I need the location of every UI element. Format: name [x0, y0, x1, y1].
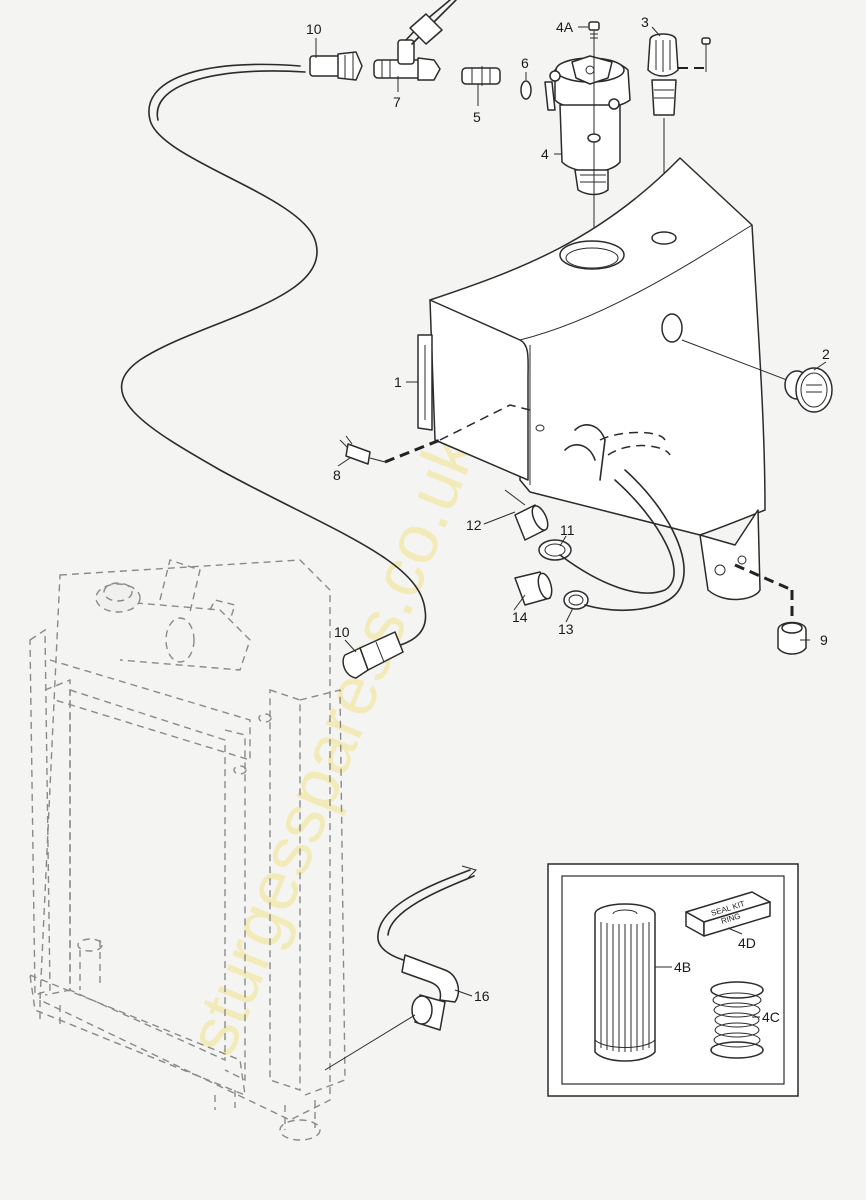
radiator-ghost: [29, 559, 346, 1141]
clip-13: [563, 590, 589, 610]
leader-lines: [315, 26, 827, 1018]
filler-cap-2: [681, 339, 833, 413]
fitting-10-lower: [342, 631, 404, 679]
callout-11: 11: [560, 522, 575, 538]
callout-2: 2: [822, 346, 830, 362]
callout-4a: 4A: [556, 19, 574, 35]
callout-14: 14: [512, 609, 528, 625]
callout-3: 3: [641, 14, 649, 30]
spring-4c: [710, 981, 764, 1059]
washer-6: [520, 80, 532, 100]
callout-12: 12: [466, 517, 482, 533]
callout-4: 4: [541, 146, 549, 162]
sender-8: [339, 435, 441, 465]
callout-7: 7: [393, 94, 401, 110]
filter-kit-inset: SEAL KIT RING: [547, 863, 799, 1097]
seal-kit-4d: SEAL KIT RING: [685, 891, 771, 937]
callout-4d: 4D: [738, 935, 756, 951]
elbow-16: [324, 865, 477, 1071]
callout-13: 13: [558, 621, 574, 637]
callout-9: 9: [820, 632, 828, 648]
hose-12: [504, 489, 549, 541]
clip-11: [538, 539, 572, 561]
nipple-5: [461, 66, 501, 86]
fuel-tank-1: [417, 157, 766, 601]
callout-1: 1: [394, 374, 402, 390]
callout-8: 8: [333, 467, 341, 483]
return-pipe: [559, 479, 675, 594]
callout-4c: 4C: [762, 1009, 780, 1025]
breather-3: [647, 33, 711, 230]
tee-fitting-7: [373, 39, 441, 81]
callout-6: 6: [521, 55, 529, 71]
callout-10-upper: 10: [306, 21, 322, 37]
filter-element-4b: [594, 903, 656, 1062]
callout-16: 16: [474, 988, 490, 1004]
fuel-filter-4: [544, 55, 631, 196]
callout-5: 5: [473, 109, 481, 125]
drain-plug-9: [734, 563, 807, 655]
hose-10: [120, 63, 427, 651]
callout-4b: 4B: [674, 959, 691, 975]
callout-10-lower: 10: [334, 624, 350, 640]
callout-labels: 10 7 5 6 4A 4 3 1 2 8 9 10 12 11 14 13 1…: [306, 14, 830, 1025]
fitting-10-upper: [309, 51, 363, 81]
